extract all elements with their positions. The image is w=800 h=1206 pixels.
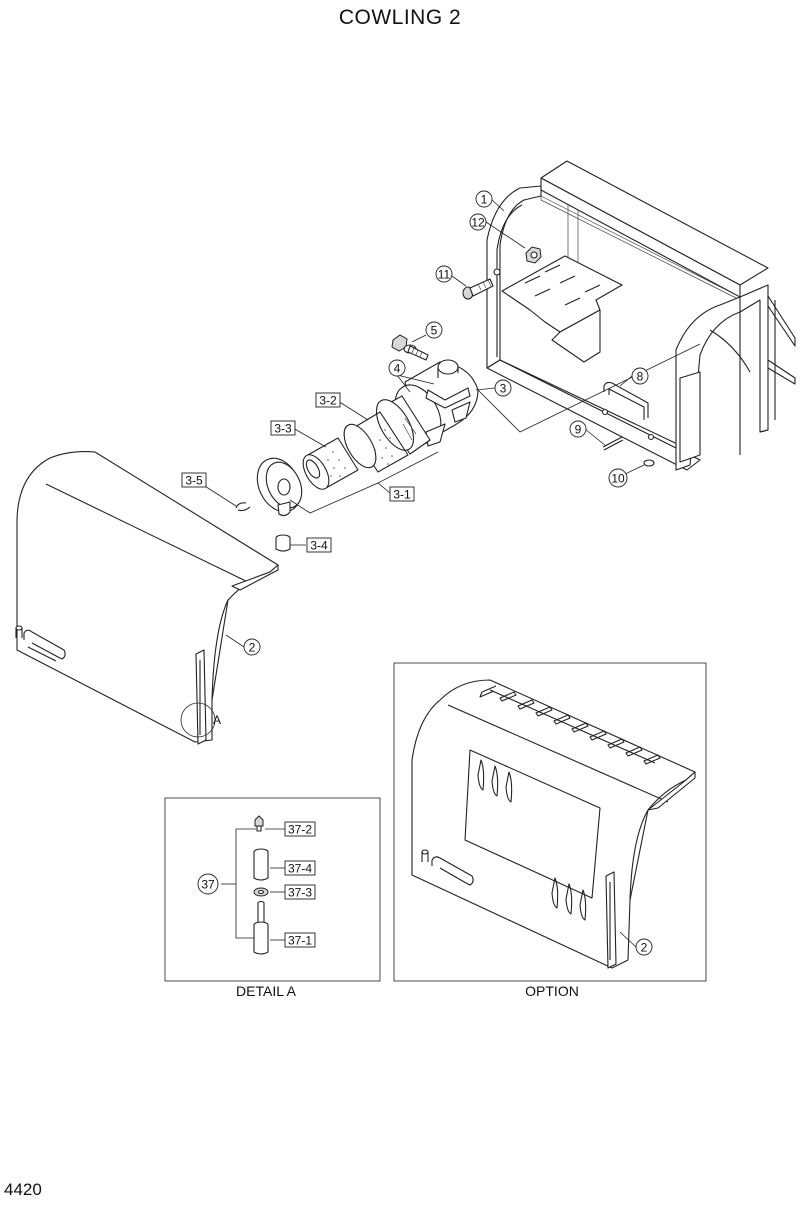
bushing[interactable]	[253, 848, 269, 881]
clip[interactable]	[235, 502, 251, 512]
leader-lines	[196, 198, 701, 648]
callout-12: 12	[469, 213, 487, 231]
filter-cover[interactable]	[249, 451, 309, 519]
hinge-pin[interactable]	[253, 900, 269, 955]
callout-3-3: 3-3	[270, 420, 296, 436]
detail-a-letter: A	[213, 713, 221, 727]
callout-4: 4	[388, 359, 406, 377]
svg-text:3: 3	[500, 382, 507, 396]
callout-3-2: 3-2	[315, 392, 341, 408]
page-number: 4420	[4, 1180, 42, 1199]
callout-37-3: 37-3	[284, 884, 316, 900]
callout-5: 5	[425, 321, 443, 339]
svg-text:3-4: 3-4	[310, 539, 328, 553]
callout-2-option: 2	[635, 938, 653, 956]
svg-text:37: 37	[201, 878, 215, 892]
callout-3: 3	[494, 379, 512, 397]
detail-a-panel: 37-2 37-4 37-3 37-1 37 DETAIL A	[164, 797, 381, 999]
frame-bracket[interactable]	[486, 160, 796, 471]
evacuator-valve[interactable]	[275, 534, 291, 552]
svg-text:10: 10	[611, 472, 625, 486]
air-cleaner-housing[interactable]	[386, 359, 479, 451]
handle-rod[interactable]	[603, 381, 649, 420]
svg-text:3-2: 3-2	[319, 394, 337, 408]
svg-text:37-1: 37-1	[288, 934, 312, 948]
svg-text:37-2: 37-2	[288, 823, 312, 837]
callout-9: 9	[569, 420, 587, 438]
inner-filter-element[interactable]	[298, 437, 359, 493]
svg-text:4: 4	[394, 362, 401, 376]
callout-37-4: 37-4	[284, 860, 316, 876]
callout-2: 2	[243, 638, 261, 656]
option-panel: 2 OPTION	[393, 662, 707, 999]
callout-37: 37	[197, 873, 219, 895]
option-label: OPTION	[525, 983, 579, 999]
grease-nipple[interactable]	[254, 815, 264, 832]
callout-8: 8	[631, 367, 649, 385]
cowling-door[interactable]	[15, 451, 279, 745]
svg-text:2: 2	[249, 641, 256, 655]
callout-10: 10	[608, 468, 628, 488]
svg-text:12: 12	[471, 216, 485, 230]
detail-a-label: DETAIL A	[236, 983, 297, 999]
detail-a-marker[interactable]: A	[180, 702, 221, 738]
svg-text:3-5: 3-5	[185, 474, 203, 488]
callout-37-1: 37-1	[284, 932, 316, 948]
svg-text:37-4: 37-4	[288, 862, 312, 876]
svg-text:2: 2	[641, 941, 648, 955]
page-title: COWLING 2	[338, 6, 462, 29]
svg-text:1: 1	[481, 193, 488, 207]
option-cowling-door[interactable]	[411, 679, 696, 969]
pin[interactable]	[602, 436, 624, 451]
callout-3-5: 3-5	[181, 472, 207, 488]
svg-text:3-3: 3-3	[274, 422, 292, 436]
callout-1: 1	[475, 190, 493, 208]
svg-text:8: 8	[637, 370, 644, 384]
washer[interactable]	[643, 459, 655, 467]
bolt-washer[interactable]	[391, 334, 429, 361]
callout-11: 11	[435, 265, 453, 283]
callout-37-2: 37-2	[284, 821, 316, 837]
outer-filter-element[interactable]	[338, 394, 431, 473]
svg-text:5: 5	[431, 324, 438, 338]
callout-3-1: 3-1	[389, 486, 415, 502]
callout-3-4: 3-4	[306, 537, 332, 553]
svg-text:9: 9	[575, 423, 582, 437]
bolt[interactable]	[462, 278, 494, 300]
svg-text:37-3: 37-3	[288, 886, 312, 900]
svg-text:3-1: 3-1	[393, 488, 411, 502]
svg-text:11: 11	[438, 268, 451, 282]
nut[interactable]	[525, 246, 542, 264]
